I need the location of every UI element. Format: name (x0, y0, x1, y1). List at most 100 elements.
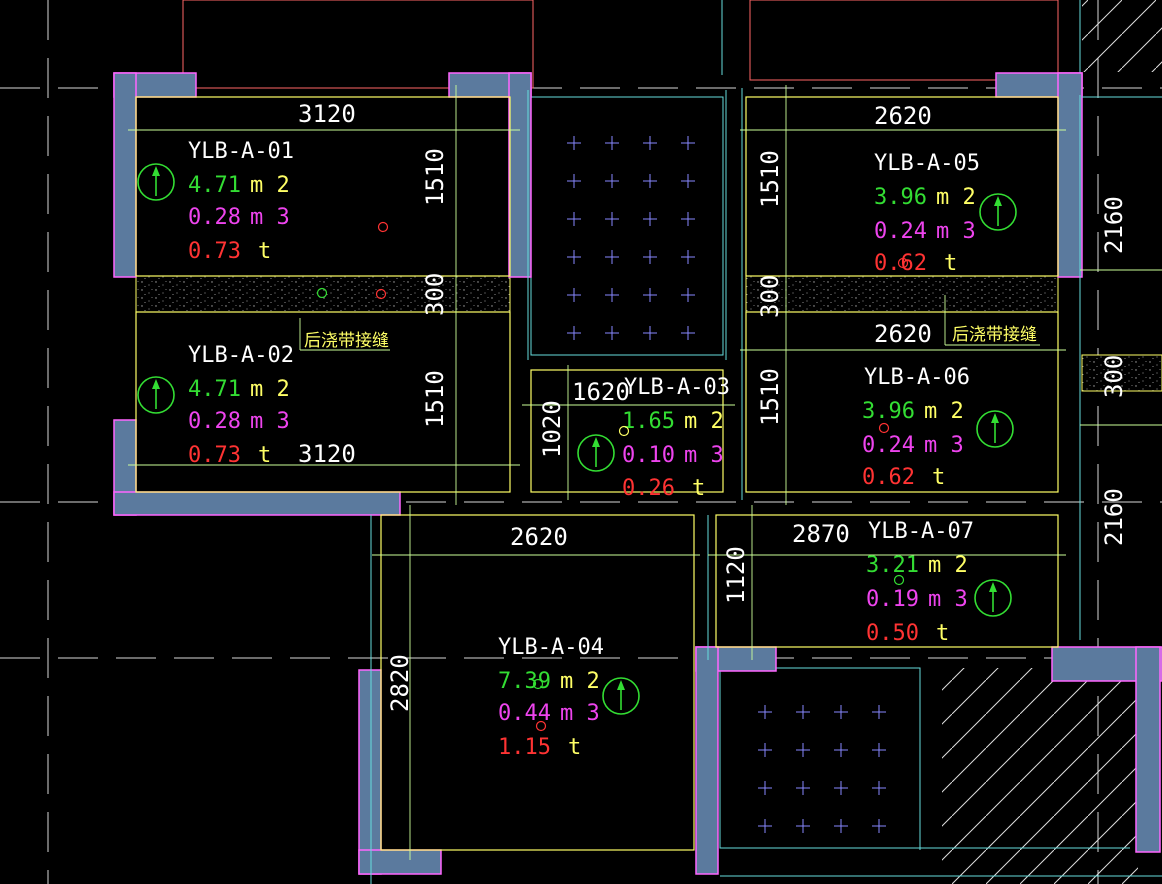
slab-direction-arrow-icon (602, 677, 640, 715)
slab-label-03[interactable]: YLB-A-03 1.65 m 2 0.10 m 3 0.26 t (622, 375, 730, 501)
slab-id: YLB-A-03 (624, 375, 730, 400)
dim-strip-far-right: 300 (1100, 355, 1128, 398)
dim-slab-04-width: 2620 (510, 523, 568, 551)
slab-area-unit: m 2 (250, 173, 290, 198)
dimension-lines (128, 85, 1162, 860)
slab-direction-arrow-icon (979, 193, 1017, 231)
slab-area: 4.71 (188, 173, 241, 198)
slab-label-05[interactable]: YLB-A-05 3.96 m 2 0.24 m 3 0.62 t (874, 151, 980, 276)
dim-strip-right: 300 (756, 275, 784, 318)
slab-volume-unit: m 3 (924, 433, 964, 458)
slab-weight: 0.62 (874, 251, 927, 276)
dimension-labels: 3120 3120 1620 2620 2620 2620 2870 1510 … (298, 100, 1128, 712)
slab-volume-unit: m 3 (250, 409, 290, 434)
dim-slab-07-height: 1120 (722, 546, 750, 604)
dim-slab-03-height: 1020 (538, 400, 566, 458)
plus-marks (567, 136, 886, 833)
post-cast-strip-far-right (1081, 354, 1162, 392)
slab-area-unit: m 2 (936, 185, 976, 210)
post-cast-strip-label-right: 后浇带接缝 (952, 325, 1037, 345)
slab-area-unit: m 2 (684, 409, 724, 434)
dim-slab-04-height: 2820 (386, 654, 414, 712)
dim-slab-01-width: 3120 (298, 100, 356, 128)
slab-label-04[interactable]: YLB-A-04 7.39 m 2 0.44 m 3 1.15 t (498, 635, 604, 760)
slab-volume: 0.28 (188, 205, 241, 230)
strip-annotations: 后浇带接缝 后浇带接缝 (304, 325, 1037, 351)
slab-area-unit: m 2 (560, 669, 600, 694)
slab-volume: 0.24 (862, 433, 915, 458)
hatched-shaft (942, 668, 1138, 884)
slab-weight-unit: t (944, 251, 957, 276)
slab-weight: 0.73 (188, 239, 241, 264)
slab-volume-unit: m 3 (684, 443, 724, 468)
slab-volume-unit: m 3 (250, 205, 290, 230)
slab-label-06[interactable]: YLB-A-06 3.96 m 2 0.24 m 3 0.62 t (862, 365, 970, 490)
slab-volume: 0.28 (188, 409, 241, 434)
slab-direction-arrow-icon (137, 163, 175, 201)
slab-id: YLB-A-04 (498, 635, 604, 660)
slab-volume-unit: m 3 (936, 219, 976, 244)
dim-slab-05-height: 1510 (756, 150, 784, 208)
dim-right-bay-bottom: 2160 (1100, 488, 1128, 546)
dim-slab-02-height: 1510 (421, 370, 449, 428)
slab-volume: 0.10 (622, 443, 675, 468)
slab-area-unit: m 2 (928, 553, 968, 578)
slab-area: 1.65 (622, 409, 675, 434)
slab-weight-unit: t (258, 239, 271, 264)
dim-slab-02-width: 3120 (298, 440, 356, 468)
slab-label-07[interactable]: YLB-A-07 3.21 m 2 0.19 m 3 0.50 t (866, 519, 974, 646)
slab-direction-arrow-icon (974, 579, 1012, 617)
dim-slab-03-width: 1620 (572, 378, 630, 406)
slab-area: 4.71 (188, 377, 241, 402)
slab-weight-unit: t (692, 476, 705, 501)
slab-direction-arrow-icon (577, 434, 615, 472)
post-cast-strip-left (135, 275, 511, 313)
dim-slab-06-width: 2620 (874, 320, 932, 348)
slab-id: YLB-A-07 (868, 519, 974, 544)
slab-area: 3.21 (866, 553, 919, 578)
bay-outlines (370, 88, 1162, 884)
slab-id: YLB-A-02 (188, 343, 294, 368)
slab-weight-unit: t (568, 735, 581, 760)
slab-outlines (135, 96, 1059, 851)
slab-label-01[interactable]: YLB-A-01 4.71 m 2 0.28 m 3 0.73 t (188, 139, 294, 264)
slab-area-unit: m 2 (250, 377, 290, 402)
post-cast-strip-label-left: 后浇带接缝 (304, 331, 389, 351)
slab-weight-unit: t (936, 621, 949, 646)
slab-id: YLB-A-01 (188, 139, 294, 164)
slab-id: YLB-A-05 (874, 151, 980, 176)
slab-label-02[interactable]: YLB-A-02 4.71 m 2 0.28 m 3 0.73 t (188, 343, 294, 468)
slab-weight: 0.62 (862, 465, 915, 490)
slab-area: 3.96 (874, 185, 927, 210)
dim-right-bay-top: 2160 (1100, 196, 1128, 254)
walls (113, 72, 1162, 875)
slab-area: 7.39 (498, 669, 551, 694)
slab-direction-arrow-icon (137, 376, 175, 414)
slab-volume: 0.24 (874, 219, 927, 244)
lifting-point-markers (316, 221, 909, 732)
slab-labels: YLB-A-01 4.71 m 2 0.28 m 3 0.73 t YLB-A-… (188, 139, 980, 760)
slab-weight: 0.73 (188, 443, 241, 468)
slab-weight-unit: t (932, 465, 945, 490)
dim-slab-01-height: 1510 (421, 148, 449, 206)
post-cast-strip-right (745, 275, 1059, 313)
slab-weight: 1.15 (498, 735, 551, 760)
slab-volume-unit: m 3 (928, 587, 968, 612)
slab-area-unit: m 2 (924, 399, 964, 424)
slab-weight: 0.26 (622, 476, 675, 501)
dim-strip-left: 300 (421, 273, 449, 316)
slab-area: 3.96 (862, 399, 915, 424)
plus-pattern-area-top (530, 96, 724, 356)
dim-slab-05-width: 2620 (874, 102, 932, 130)
slab-weight: 0.50 (866, 621, 919, 646)
hatched-area-top (1082, 0, 1162, 72)
context-outlines (182, 0, 1081, 89)
slab-volume: 0.19 (866, 587, 919, 612)
slab-volume-unit: m 3 (560, 701, 600, 726)
dim-slab-07-width: 2870 (792, 520, 850, 548)
slab-id: YLB-A-06 (864, 365, 970, 390)
plus-pattern-area-bottom (719, 667, 921, 849)
slab-direction-arrow-icon (976, 410, 1014, 448)
